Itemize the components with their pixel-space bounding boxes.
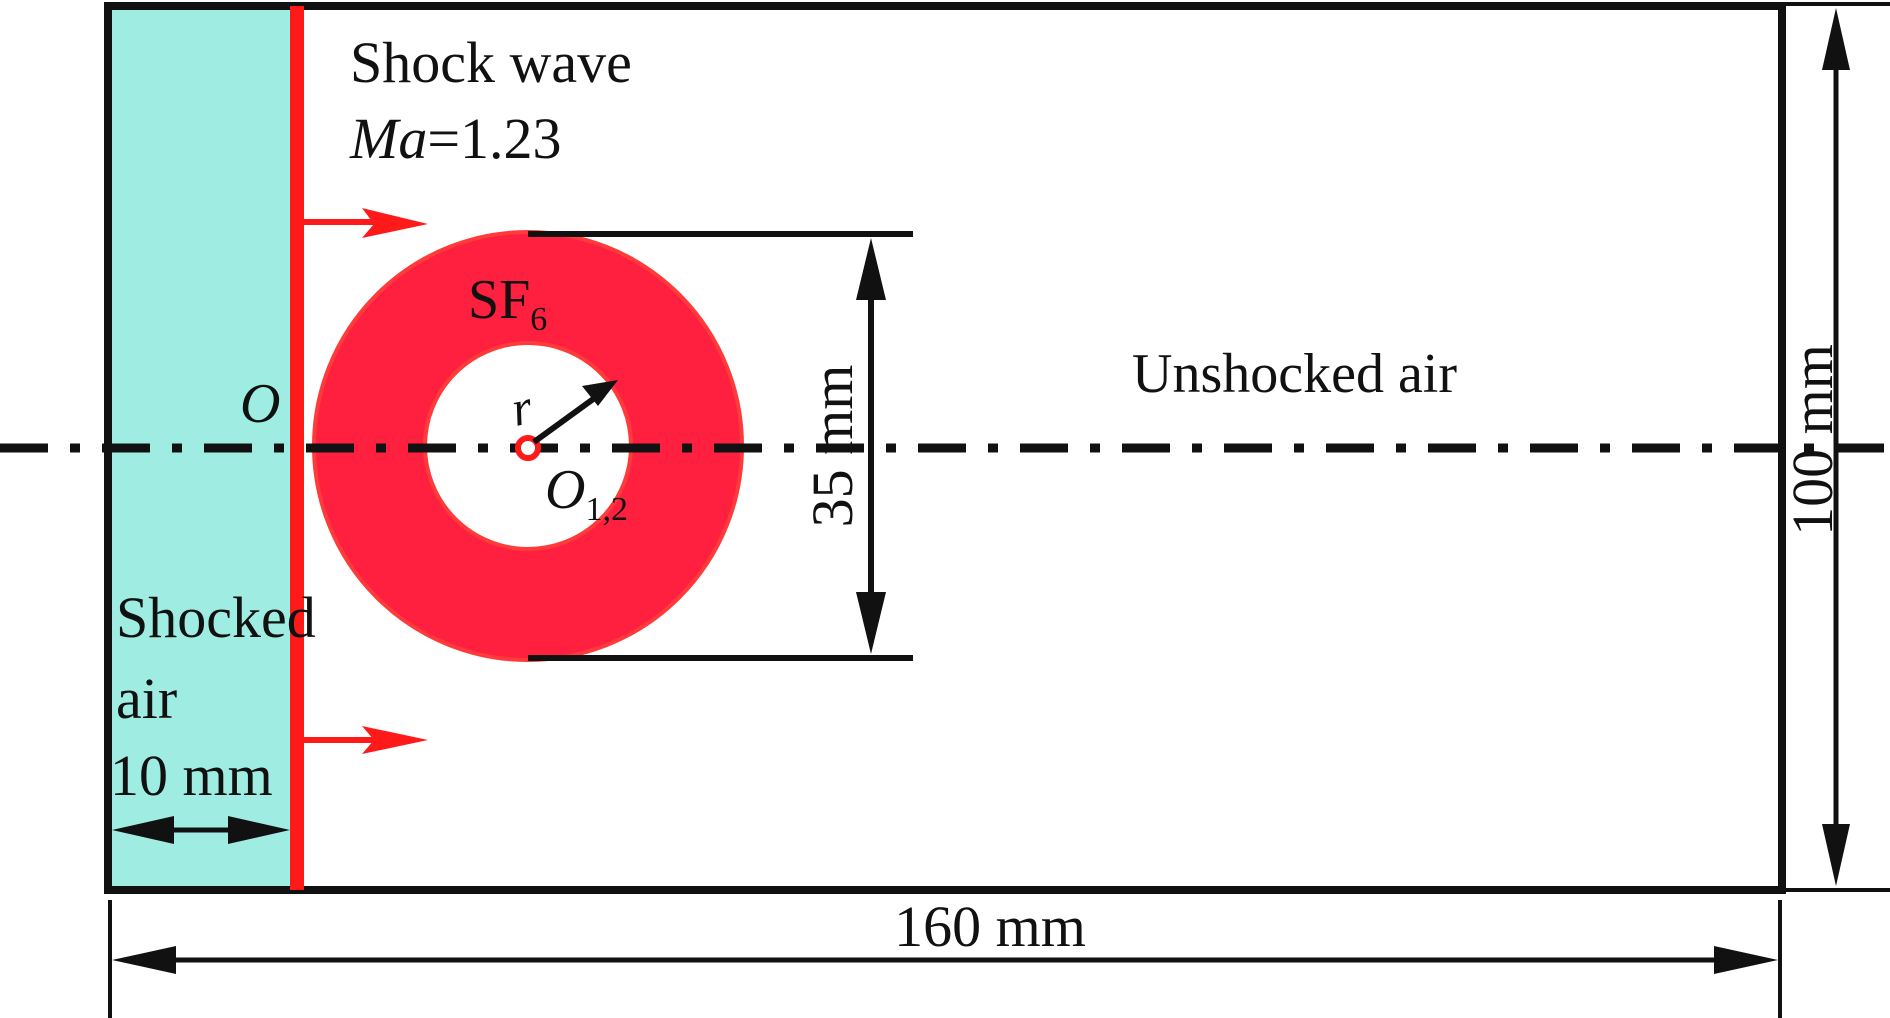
sf6-subscript: 6 [530,301,547,338]
diameter-dimension [528,231,913,661]
origin-label: O [240,373,280,435]
center-label: O1,2 [545,459,628,528]
shock-wave-line [290,6,304,890]
radius-arrow [532,380,618,445]
diameter-dimension-label: 35 mm [800,365,865,528]
sf6-ring [312,229,744,663]
shock-direction-arrow-top [304,208,428,238]
shock-direction-arrow-bottom [304,726,428,754]
radius-label: r [506,378,537,437]
sf6-main: SF [468,269,530,331]
center-point-marker [515,435,541,461]
shocked-width-dimension-label: 10 mm [110,743,273,808]
length-dimension-label: 160 mm [894,894,1086,959]
shocked-air-label-line1: Shocked [116,585,316,650]
shocked-air-label-line2: air [116,666,177,731]
mach-number-label: Ma=1.23 [349,106,562,171]
unshocked-air-label: Unshocked air [1132,343,1457,405]
mach-value: =1.23 [427,106,561,171]
center-main: O [545,459,585,521]
shock-wave-label: Shock wave [350,30,632,95]
height-dimension [1782,2,1890,892]
center-subscript: 1,2 [585,491,628,528]
sf6-label: SF6 [468,269,547,338]
shocked-width-dimension [112,816,290,844]
mach-symbol: Ma [349,106,427,171]
length-dimension [108,900,1782,1018]
height-dimension-label: 100 mm [1780,344,1845,536]
